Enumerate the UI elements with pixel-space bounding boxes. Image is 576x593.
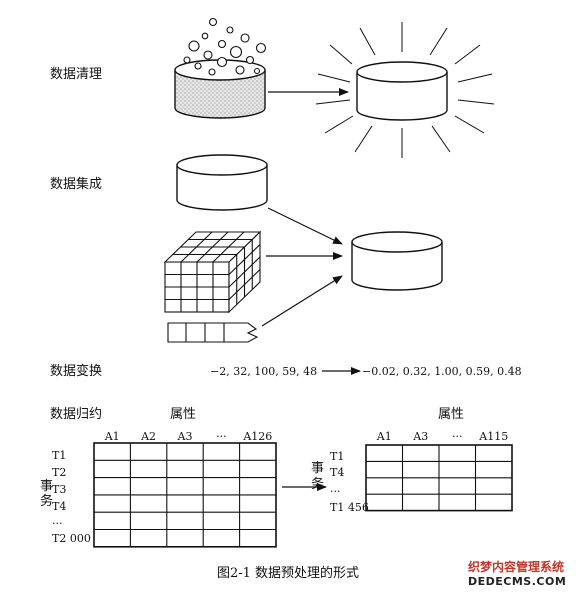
left-table-row-label: ... [52, 514, 63, 527]
left-table-column-header: A2 [140, 430, 156, 443]
bubbles-icon [183, 17, 267, 76]
right-transaction-label-char-1: 事 [311, 461, 324, 476]
right-transaction-label-char-2: 务 [311, 476, 324, 492]
left-table-row-label: T2 000 [52, 532, 91, 545]
right-table-row-label: T1 456 [330, 501, 369, 514]
left-table-column-header: A3 [177, 430, 193, 443]
right-table-column-header: A1 [376, 430, 392, 443]
left-table-column-header: A1 [104, 430, 120, 443]
dirty-data-cylinder [174, 59, 266, 119]
watermark-title: 织梦内容管理系统 [468, 559, 564, 574]
right-table-row-label: ... [330, 482, 341, 495]
transform-input-values: −2, 32, 100, 59, 48 [210, 365, 317, 378]
left-table-column-header: A126 [242, 430, 272, 443]
integration-arrow-3 [261, 275, 343, 327]
left-transaction-label-char-1: 事 [40, 479, 53, 494]
right-table-column-header: ··· [452, 430, 463, 443]
right-table-row-label: T1 [330, 450, 344, 463]
transform-output-values: −0.02, 0.32, 1.00, 0.59, 0.48 [362, 365, 522, 378]
left-table-row-label: T1 [52, 449, 66, 462]
integrated-cylinder [351, 231, 443, 291]
integration-arrow-1 [267, 207, 343, 245]
left-attribute-label: 属性 [170, 407, 196, 422]
right-table-column-header: A3 [412, 430, 428, 443]
label-data-cleaning: 数据清理 [50, 67, 102, 82]
label-data-transformation: 数据变换 [50, 363, 102, 379]
source-cylinder [176, 154, 268, 211]
clean-data-cylinder [356, 61, 448, 121]
left-table-row-label: T3 [52, 483, 66, 496]
left-table-column-header: ··· [216, 430, 227, 443]
watermark-url: DEDECMS.COM [468, 575, 566, 588]
left-table-row-label: T4 [52, 500, 66, 513]
left-transaction-label-char-2: 务 [40, 493, 53, 509]
label-data-reduction: 数据归约 [50, 407, 102, 422]
torn-data-strip-icon [167, 322, 259, 343]
sparkle-rays-icon [315, 22, 495, 158]
data-cube-icon [163, 230, 262, 314]
label-data-integration: 数据集成 [50, 176, 102, 192]
right-table-column-header: A115 [478, 430, 508, 443]
figure-caption: 图2-1 数据预处理的形式 [217, 565, 359, 581]
right-attribute-label: 属性 [438, 407, 464, 422]
left-table-row-label: T2 [52, 466, 66, 479]
right-table-row-label: T4 [330, 466, 344, 479]
left-transaction-label: 事 务 [40, 479, 53, 509]
